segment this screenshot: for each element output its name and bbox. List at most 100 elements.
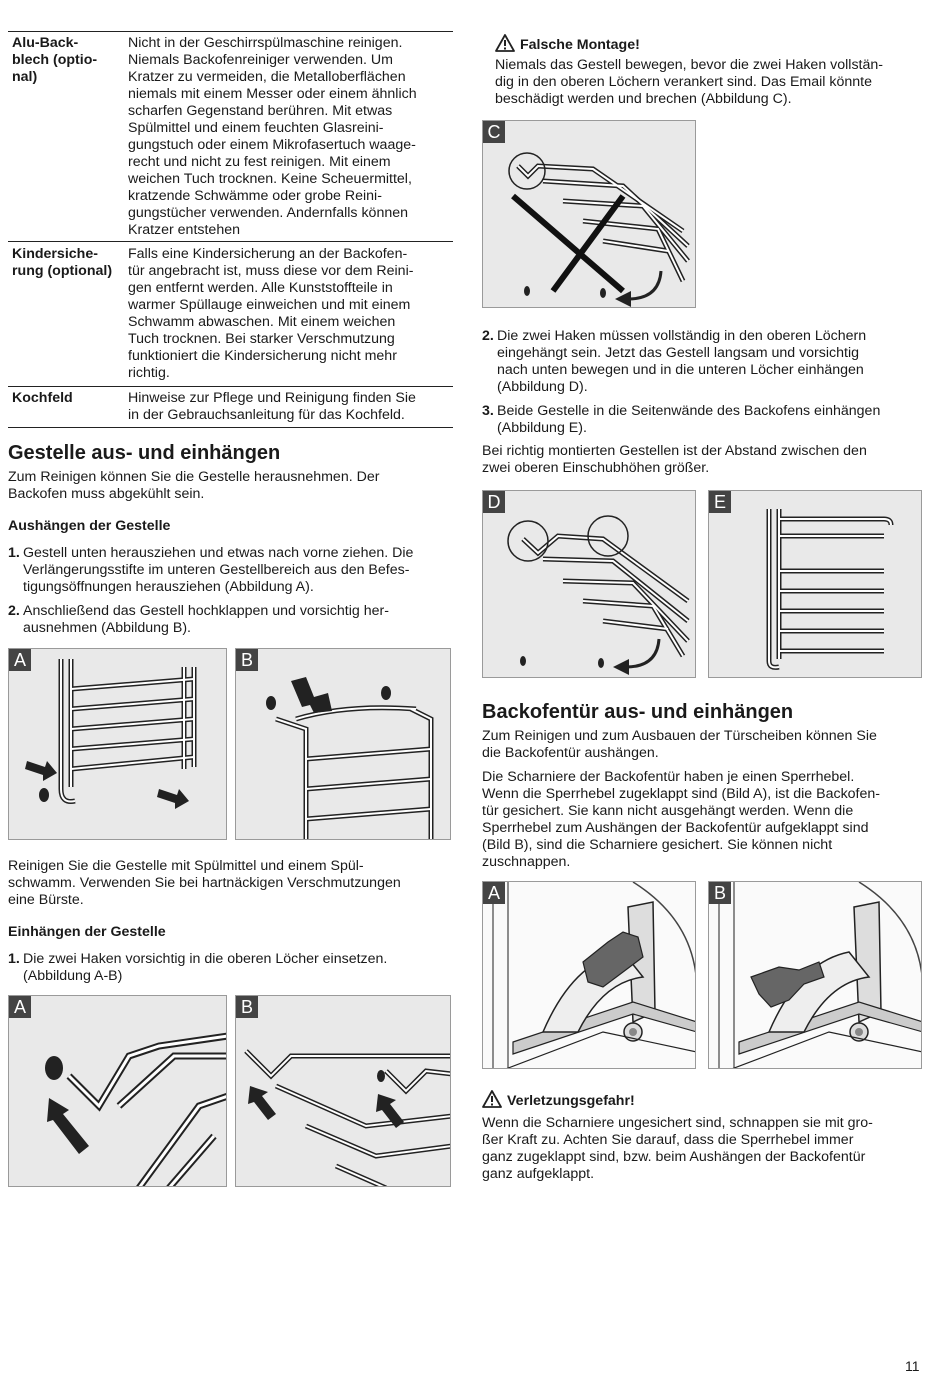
highlight-circle: [587, 515, 629, 557]
arrowhead-icon: [613, 659, 629, 675]
warning-triangle-icon: [482, 1090, 502, 1108]
text-line: (Abbildung E).: [497, 420, 587, 436]
label-line: Kindersiche-: [12, 246, 98, 262]
text-line: Bei richtig montierten Gestellen ist der…: [482, 443, 867, 459]
figure-c: C: [482, 120, 696, 308]
hole-icon: [377, 1070, 385, 1082]
figure-label-a: A: [9, 996, 31, 1018]
text-line: Gestell unten herausziehen und etwas nac…: [23, 545, 414, 561]
subheading-aushaengen: Aushängen der Gestelle: [8, 518, 171, 534]
text-line: gungstücher verwenden. Andernfalls könne…: [128, 205, 409, 221]
label-line: rung (optional): [12, 263, 113, 279]
text-line: zwei oberen Einschubhöhen größer.: [482, 460, 710, 476]
text-line: (Abbildung A-B): [23, 968, 123, 984]
table-row-label-kochfeld: Kochfeld: [12, 390, 124, 407]
text-line: Kratzer zu vermeiden, die Metalloberfläc…: [128, 69, 406, 85]
arrowhead-icon: [615, 291, 631, 307]
text-line: gungstuch oder einem Mikrofasertuch waag…: [128, 137, 416, 153]
highlight-circle: [508, 152, 546, 190]
rack-correct-mount-illustration: [507, 515, 690, 675]
locking-lever-icon: [750, 961, 825, 1008]
subheading-einhaengen: Einhängen der Gestelle: [8, 924, 166, 940]
text-line: recht und nicht zu fest reinigen. Mit ei…: [128, 154, 391, 170]
figure-hinge-b: B: [708, 881, 922, 1069]
figure-hinge-a: A: [482, 881, 696, 1069]
text-line: tigungsöffnungen herausziehen (Abbildung…: [23, 579, 314, 595]
label-line: nal): [12, 69, 38, 85]
text-line: Backofen muss abgekühlt sein.: [8, 486, 205, 502]
list-number: 1.: [8, 545, 20, 561]
list-number: 2.: [8, 603, 20, 619]
figure-label-c: C: [483, 121, 505, 143]
table-row-text-alu: Nicht in der Geschirrspülmaschine reinig…: [128, 35, 453, 239]
text-line: Zum Reinigen können Sie die Gestelle her…: [8, 469, 380, 485]
text-line: Sperrhebel zum Aushängen der Backofentür…: [482, 820, 869, 836]
hole-icon: [39, 788, 49, 802]
text-line: Die zwei Haken müssen vollständig in den…: [497, 328, 867, 344]
text-line: ßer Kraft zu. Achten Sie darauf, dass di…: [482, 1132, 854, 1148]
text-line: weichen Tuch trocknen. Keine Scheuermitt…: [128, 171, 412, 187]
text-line: Wenn die Scharniere ungesichert sind, sc…: [482, 1115, 873, 1131]
arrow-icon: [47, 1098, 89, 1154]
highlight-circle: [507, 520, 549, 562]
arrow-icon: [291, 677, 332, 713]
text-line: Wenn die Sperrhebel zugeklappt sind (Bil…: [482, 786, 880, 802]
cross-icon: [511, 193, 626, 294]
text-line: Niemals das Gestell bewegen, bevor die z…: [495, 57, 883, 73]
text-line: Beide Gestelle in die Seitenwände des Ba…: [497, 403, 881, 419]
text-line: Kratzer entstehen: [128, 222, 240, 238]
warning-verletzungsgefahr-text: Wenn die Scharniere ungesichert sind, sc…: [482, 1115, 927, 1183]
text-line: beschädigt werden und brechen (Abbildung…: [495, 91, 792, 107]
text-line: eine Bürste.: [8, 892, 84, 908]
rack-remove-b-illustration: [266, 677, 434, 839]
warning-verletzungsgefahr: Verletzungsgefahr!: [482, 1090, 635, 1110]
text-line: dig in den oberen Löchern verankert sind…: [495, 74, 872, 90]
hole-icon: [598, 658, 604, 668]
locking-lever-icon: [582, 931, 644, 988]
arrow-icon: [157, 789, 189, 809]
text-line: Spülmittel und einem feuchten Glasreini-: [128, 120, 384, 136]
warning-falsche-montage-text: Niemals das Gestell bewegen, bevor die z…: [495, 57, 925, 108]
text-line: Schwamm abwaschen. Mit einem weichen: [128, 314, 396, 330]
distance-paragraph: Bei richtig montierten Gestellen ist der…: [482, 443, 927, 477]
text-line: kratzende Schwämme oder grobe Reini-: [128, 188, 382, 204]
text-line: ausnehmen (Abbildung B).: [23, 620, 191, 636]
text-line: funktioniert die Kindersicherung nicht m…: [128, 348, 397, 364]
figure-d: D: [482, 490, 696, 678]
figure-remove-b: B: [235, 648, 451, 840]
text-line: ganz aufgeklappt.: [482, 1166, 595, 1182]
text-line: (Abbildung D).: [497, 379, 588, 395]
text-line: warmer Spüllauge einweichen und mit eine…: [128, 297, 411, 313]
text-line: Verlängerungsstifte im unteren Gestellbe…: [23, 562, 410, 578]
door-intro-paragraph: Zum Reinigen und zum Ausbauen der Türsch…: [482, 728, 927, 762]
arrow-icon: [627, 270, 663, 301]
text-line: zuschnappen.: [482, 854, 571, 870]
figure-label-b: B: [709, 882, 731, 904]
label-line: blech (optio-: [12, 52, 98, 68]
rack-remove-a-illustration: [25, 659, 197, 809]
hinge-open-illustration: [718, 882, 921, 1068]
arrow-icon: [376, 1094, 404, 1128]
text-line: Tuch trocknen. Bei starker Verschmutzung: [128, 331, 395, 347]
list-item-remove-2: 2. Anschließend das Gestell hochklappen …: [8, 603, 468, 637]
list-number: 3.: [482, 403, 494, 419]
text-line: Die zwei Haken vorsichtig in die oberen …: [23, 951, 388, 967]
hole-icon: [381, 686, 391, 700]
text-line: nach unten bewegen und in die unteren Lö…: [497, 362, 864, 378]
section-title-backofentuer: Backofentür aus- und einhängen: [482, 701, 794, 723]
page-number: 11: [905, 1358, 920, 1374]
hook-insert-a-illustration: [45, 1032, 226, 1186]
list-number: 2.: [482, 328, 494, 344]
hole-icon: [266, 696, 276, 710]
hinge-closed-illustration: [492, 882, 695, 1068]
table-row-label-alu: Alu-Back- blech (optio- nal): [12, 35, 124, 86]
table-top-rule: [8, 31, 453, 32]
table-row-text-kochfeld: Hinweise zur Pflege und Reinigung finden…: [128, 390, 453, 424]
figure-insert-a: A: [8, 995, 227, 1187]
hole-icon: [524, 286, 530, 296]
text-line: Die Scharniere der Backofentür haben je …: [482, 769, 855, 785]
table-row-text-kindersicherung: Falls eine Kindersicherung an der Backof…: [128, 246, 453, 382]
list-item-insert-3: 3. Beide Gestelle in die Seitenwände des…: [482, 403, 942, 437]
door-hinge-paragraph: Die Scharniere der Backofentür haben je …: [482, 769, 927, 871]
list-number: 1.: [8, 951, 20, 967]
